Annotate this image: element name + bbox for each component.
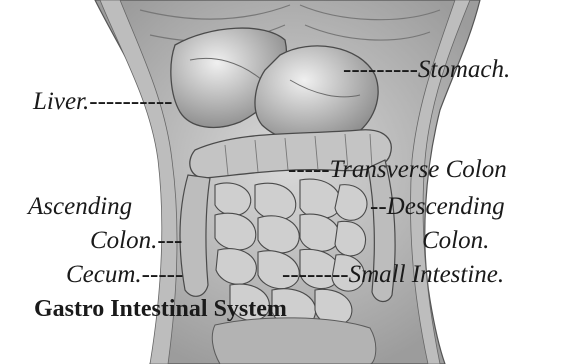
label-transverse-colon: -----Transverse Colon (288, 157, 507, 182)
label-colon-left: Colon.--- (90, 228, 182, 253)
label-cecum: Cecum.----- (66, 262, 183, 287)
label-liver: Liver.---------- (33, 89, 173, 114)
label-small-intestine: --------Small Intestine. (282, 262, 504, 287)
label-ascending: Ascending (28, 194, 132, 219)
label-colon-right: Colon. (422, 228, 489, 253)
label-stomach: ---------Stomach. (343, 57, 510, 82)
label-descending: --Descending (370, 194, 505, 219)
lower-abdomen (212, 318, 375, 364)
figure-title: Gastro Intestinal System (34, 297, 287, 321)
ascending-colon-organ (180, 175, 210, 296)
